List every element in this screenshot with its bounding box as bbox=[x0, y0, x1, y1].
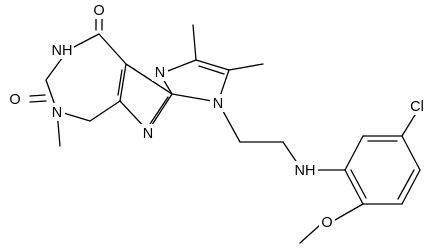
oxygen-atom-label: O bbox=[91, 1, 107, 19]
svg-text:O: O bbox=[93, 3, 104, 19]
svg-text:N: N bbox=[143, 126, 153, 142]
svg-text:O: O bbox=[321, 215, 332, 231]
nitrogen-atom-label: N bbox=[49, 103, 65, 121]
svg-text:NH: NH bbox=[52, 43, 73, 59]
svg-text:N: N bbox=[213, 96, 223, 112]
bond-lines bbox=[29, 13, 421, 244]
oxygen-atom-label: O bbox=[319, 213, 335, 231]
atom-labels: O NH O N N N N NH bbox=[6, 1, 428, 231]
nitrogen-atom-label: N bbox=[210, 94, 226, 112]
svg-text:Cl: Cl bbox=[410, 99, 424, 115]
svg-text:N: N bbox=[52, 105, 62, 121]
oxygen-atom-label: O bbox=[6, 90, 24, 108]
nitrogen-hydrogen-atom-label: NH bbox=[51, 41, 74, 59]
nitrogen-atom-label: N bbox=[152, 63, 168, 81]
nitrogen-hydrogen-atom-label: NH bbox=[293, 161, 318, 179]
nitrogen-atom-label: N bbox=[140, 124, 156, 142]
svg-text:O: O bbox=[9, 92, 20, 108]
svg-text:NH: NH bbox=[295, 163, 316, 179]
chlorine-atom-label: Cl bbox=[407, 97, 428, 115]
svg-text:N: N bbox=[155, 65, 165, 81]
